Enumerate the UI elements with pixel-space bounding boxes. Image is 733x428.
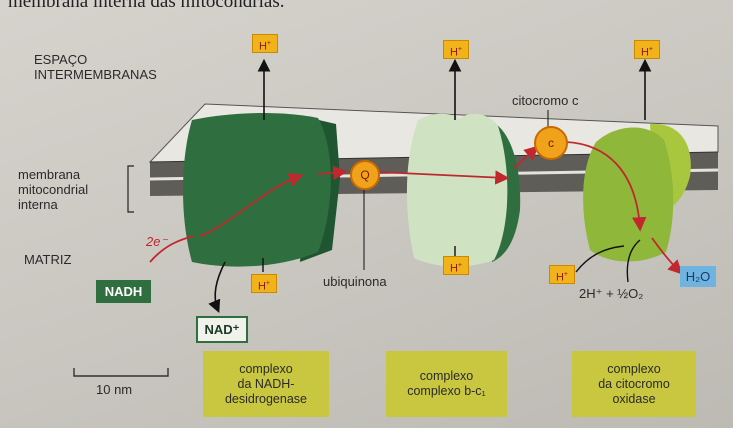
complex3-body [583, 127, 673, 261]
nadh-label: NADH [96, 280, 151, 303]
proton-box: H+ [251, 274, 277, 293]
complex2-name-box: complexocomplexo b-c₁ [386, 351, 507, 417]
water-label: H₂O [680, 266, 716, 287]
proton-box: H+ [252, 34, 278, 53]
membrana-label: membrana mitocondrial interna [18, 167, 88, 212]
proton-box: H+ [443, 40, 469, 59]
proton-box: H+ [634, 40, 660, 59]
electrons-label: 2e⁻ [146, 234, 167, 249]
proton-box: H+ [549, 265, 575, 284]
ubiquinona-label: ubiquinona [323, 274, 387, 289]
proton-box: H+ [443, 256, 469, 275]
reaction-label: 2H⁺ + ½O₂ [579, 286, 643, 301]
scale-label: 10 nm [96, 382, 132, 397]
complex1-name-box: complexoda NADH-desidrogenase [203, 351, 329, 417]
complex1-body [183, 113, 331, 267]
nad-plus-label: NAD⁺ [196, 316, 248, 343]
citocromo-label: citocromo c [512, 93, 578, 108]
cytochrome-c-carrier: c [534, 126, 568, 160]
ubiquinone-carrier: Q [350, 160, 380, 190]
complex2-body [407, 114, 507, 267]
espaco-label: ESPAÇO INTERMEMBRANAS [34, 52, 157, 82]
matriz-label: MATRIZ [24, 252, 71, 267]
complex3-name-box: complexoda citocromooxidase [572, 351, 696, 417]
